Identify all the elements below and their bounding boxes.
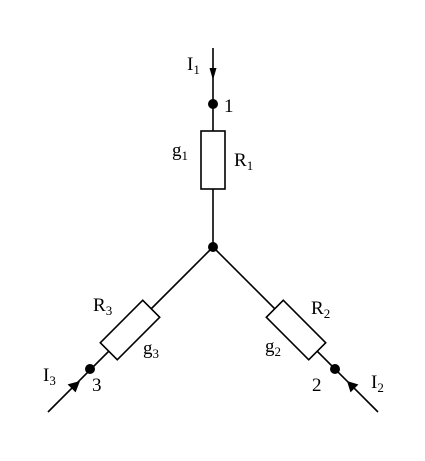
label-node-3: 3 (92, 375, 102, 396)
label-g1: g1 (172, 140, 188, 163)
label-r3: R3 (93, 295, 112, 318)
node-1-dot (208, 99, 218, 109)
wire-terminal-3 (47, 340, 120, 413)
label-r2: R2 (311, 298, 330, 321)
node-3-dot (85, 364, 95, 374)
label-i2: I2 (371, 372, 384, 395)
wire-center-r2 (212, 246, 286, 320)
wire-center-r3 (140, 246, 214, 320)
resistor-r2 (265, 299, 327, 361)
label-node-1: 1 (224, 96, 234, 117)
resistor-r3 (99, 299, 161, 361)
resistor-r1 (200, 130, 226, 190)
label-g2: g2 (265, 336, 281, 359)
arrow-i2 (347, 381, 359, 393)
label-i3: I3 (43, 365, 56, 388)
node-2-dot (330, 364, 340, 374)
arrow-i3 (67, 381, 80, 393)
label-g3: g3 (143, 338, 159, 361)
wire-terminal-2 (306, 340, 379, 413)
label-r1: R1 (234, 150, 253, 173)
label-node-2: 2 (312, 375, 322, 396)
arrow-i1 (209, 68, 217, 80)
label-i1: I1 (187, 54, 200, 77)
